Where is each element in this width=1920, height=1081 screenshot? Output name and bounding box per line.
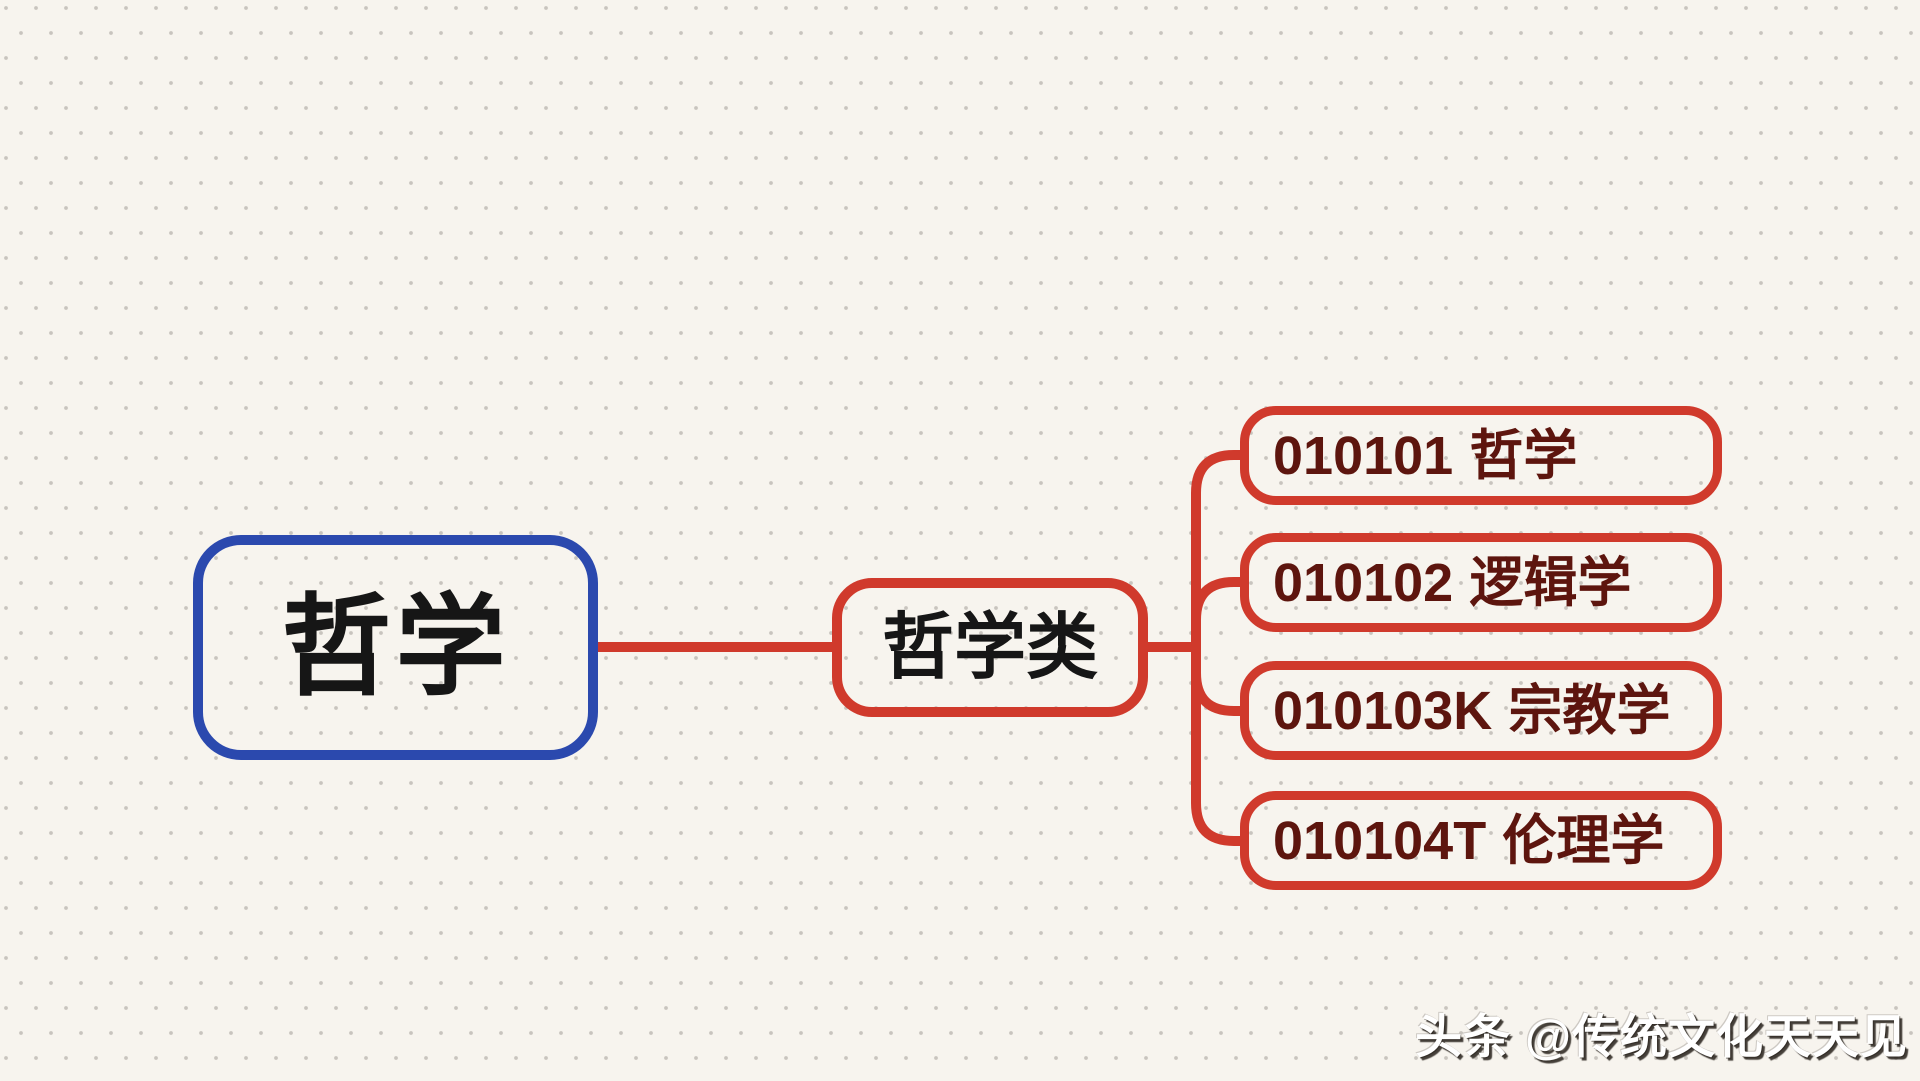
child-name: 哲学 (1469, 425, 1578, 486)
connector-spine-to-child-4 (1191, 647, 1240, 846)
connector-spine-to-child-2 (1191, 577, 1240, 647)
child-node-010102[interactable]: 010102 逻辑学 (1240, 533, 1722, 632)
child-name: 宗教学 (1508, 680, 1671, 741)
child-name: 逻辑学 (1469, 552, 1632, 613)
root-node-label: 哲学 (281, 585, 510, 709)
child-code: 010102 (1273, 552, 1454, 613)
child-node-010104T[interactable]: 010104T 伦理学 (1240, 791, 1722, 890)
toutiao-watermark: 头条 @传统文化天天见 (1415, 1010, 1908, 1063)
child-code: 010104T (1273, 810, 1487, 871)
category-node-label: 哲学类 (881, 607, 1098, 688)
category-node-philosophy-class[interactable]: 哲学类 (832, 578, 1148, 717)
child-node-010101[interactable]: 010101 哲学 (1240, 406, 1722, 505)
connector-spine-to-child-3 (1191, 647, 1240, 716)
connector-spine-to-child-1 (1191, 450, 1240, 647)
root-node-philosophy[interactable]: 哲学 (193, 535, 598, 760)
child-code: 010101 (1273, 425, 1454, 486)
child-node-010103K[interactable]: 010103K 宗教学 (1240, 661, 1722, 760)
child-name: 伦理学 (1502, 810, 1665, 871)
child-code: 010103K (1273, 680, 1493, 741)
